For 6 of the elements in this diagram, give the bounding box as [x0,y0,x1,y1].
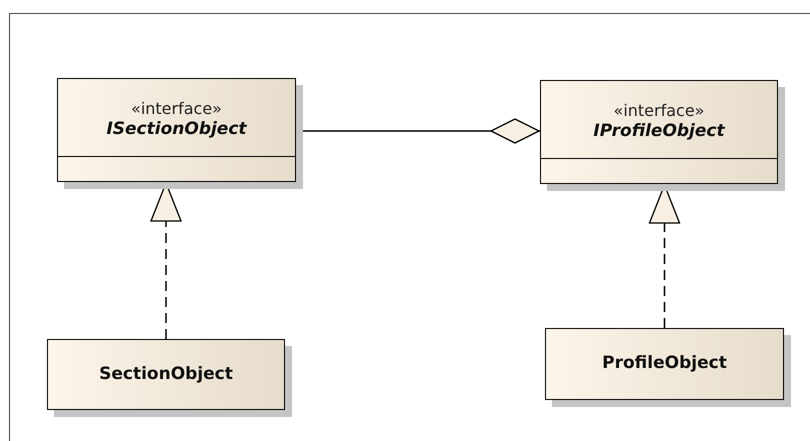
class-name: SectionObject [99,362,233,386]
interface-name: ISectionObject [106,118,247,140]
stereotype-label: «interface» [131,98,222,119]
interface-name: IProfileObject [593,120,725,142]
stereotype-label: «interface» [614,100,704,121]
class-name: ProfileObject [602,352,727,376]
